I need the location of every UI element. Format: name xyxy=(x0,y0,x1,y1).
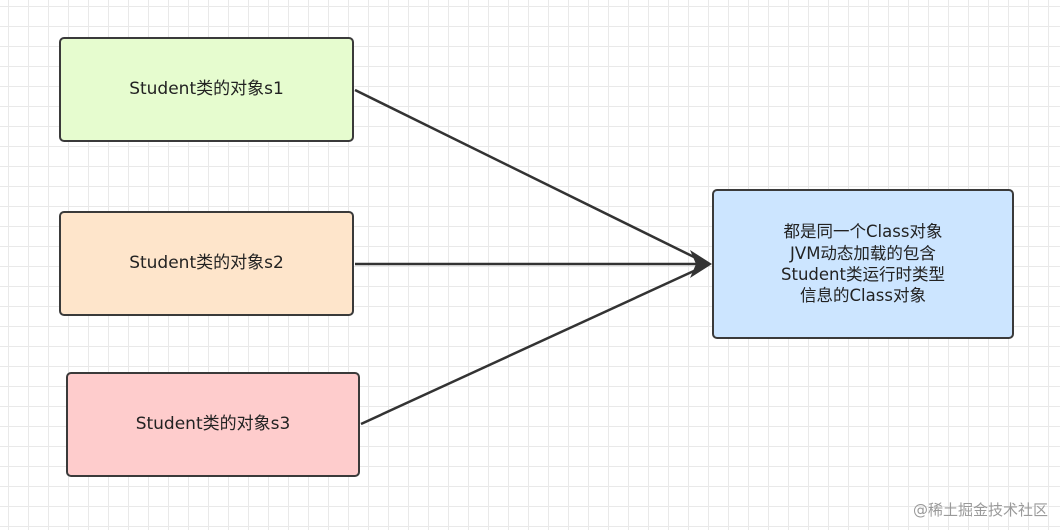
node-object-s3-label: Student类的对象s3 xyxy=(135,414,291,435)
class-object-line-3: Student类运行时类型 xyxy=(781,265,945,284)
arrow-s1-to-class xyxy=(354,88,697,260)
node-object-s3: Student类的对象s3 xyxy=(66,372,360,477)
watermark: @稀土掘金技术社区 xyxy=(912,501,1048,519)
node-object-s1-label: Student类的对象s1 xyxy=(129,79,284,100)
node-object-s2-label: Student类的对象s2 xyxy=(129,253,284,274)
class-object-line-1: 都是同一个Class对象 xyxy=(783,222,943,242)
node-object-s2: Student类的对象s2 xyxy=(59,211,354,316)
arrow-s3-to-class xyxy=(360,268,697,426)
node-object-s1: Student类的对象s1 xyxy=(59,37,354,142)
class-object-line-2: JVM动态加载的包含 xyxy=(790,243,936,263)
node-class-object: 都是同一个Class对象 JVM动态加载的包含 Student类运行时类型 信息… xyxy=(712,189,1014,339)
class-object-line-4: 信息的Class对象 xyxy=(800,286,926,306)
arrowhead xyxy=(690,250,712,278)
